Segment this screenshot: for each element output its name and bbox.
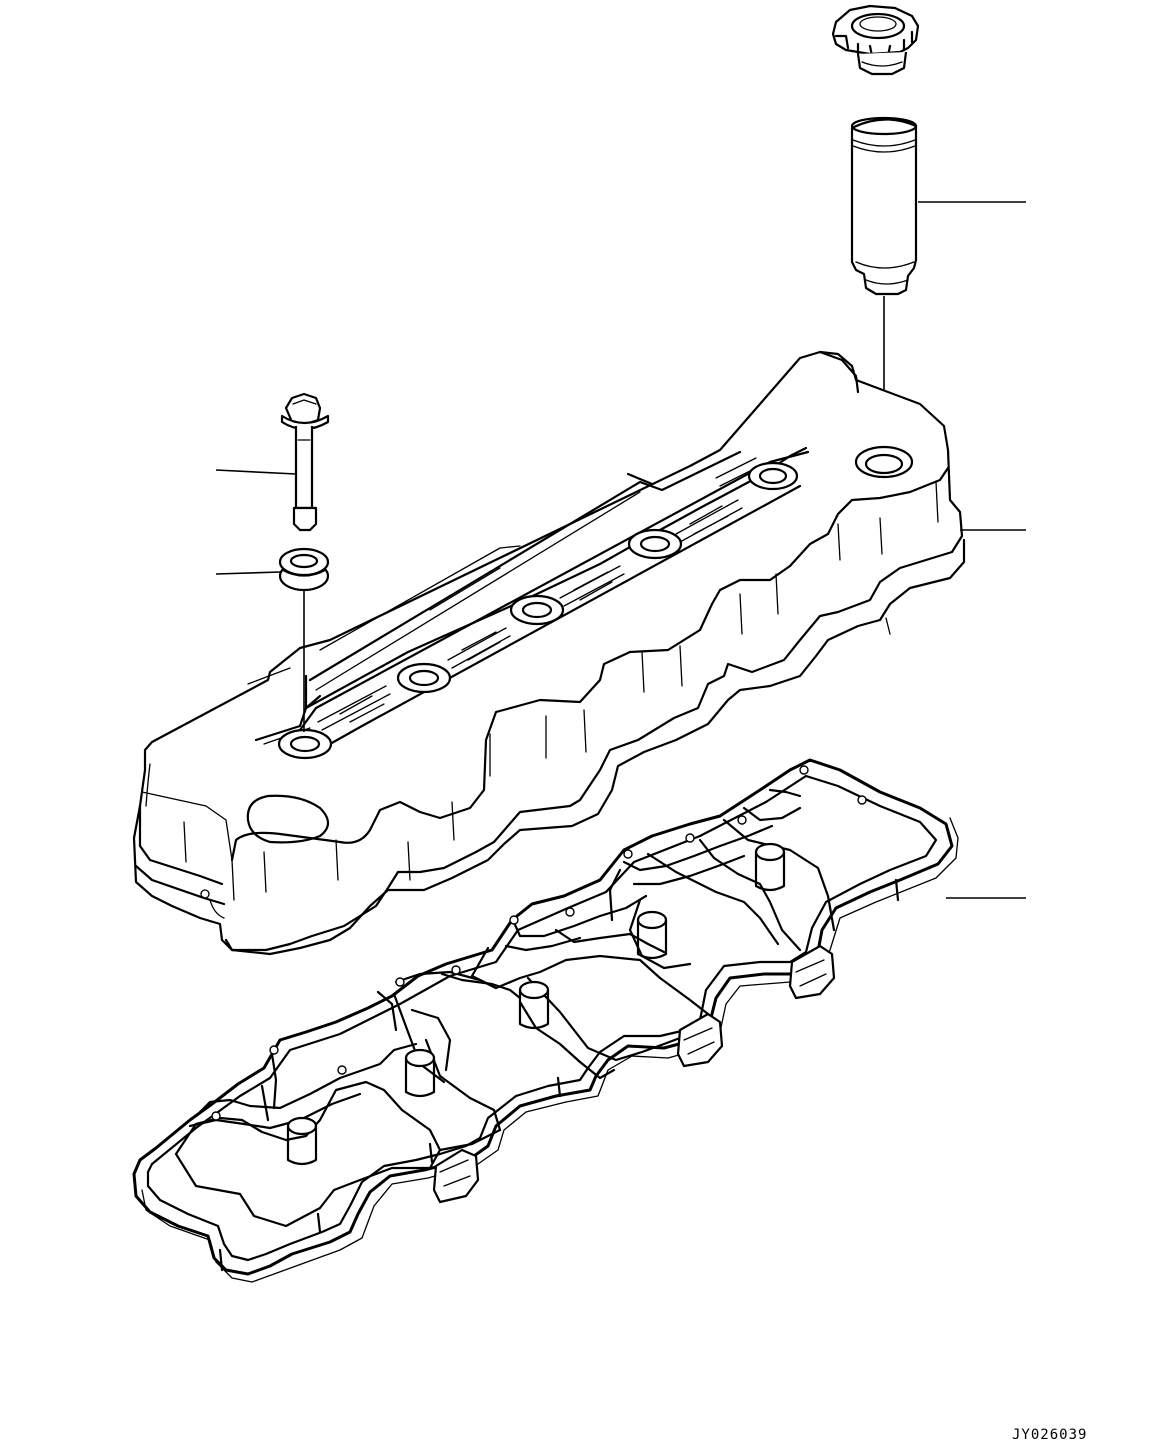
cover-gasket-carrier <box>132 758 959 1283</box>
filler-tube <box>850 116 918 296</box>
gasket-clips <box>218 878 900 1272</box>
rib-slots <box>317 457 761 731</box>
gasket-fasteners <box>211 765 867 1121</box>
rocker-cover <box>132 350 966 956</box>
drawing-id-code: JY026039 <box>1012 1427 1088 1443</box>
mounting-bolt <box>280 392 330 532</box>
cover-bosses <box>277 461 799 760</box>
oil-filler-cap <box>831 4 920 76</box>
grommet-seal <box>278 547 330 592</box>
